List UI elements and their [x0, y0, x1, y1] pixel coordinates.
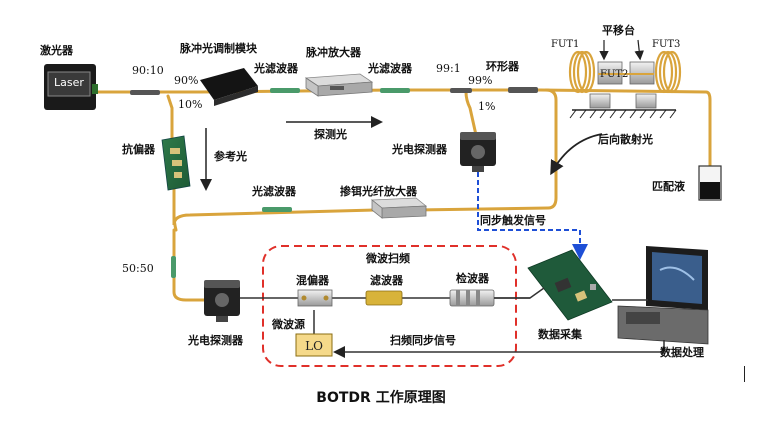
matching-fluid-vessel	[698, 165, 722, 201]
fut-coils	[568, 50, 682, 94]
photodetector-1-device	[460, 132, 496, 172]
edfa-device	[370, 197, 428, 219]
microwave-source-label: 微波源	[272, 318, 305, 331]
circulator-pd-fiber	[464, 90, 478, 137]
detector-device	[449, 289, 495, 307]
data-acquisition-label: 数据采集	[538, 328, 582, 341]
optical-filter-3-label: 光滤波器	[252, 185, 296, 198]
photodetector-2-label: 光电探测器	[188, 334, 243, 347]
probe-light-label: 探测光	[314, 128, 347, 141]
laser-box-label: Laser	[54, 76, 84, 89]
ratio-90pct: 90%	[174, 74, 199, 87]
sync-trigger-label: 同步触发信号	[480, 214, 546, 227]
fut2-label: FUT2	[600, 69, 629, 80]
ratio-1pct: 1%	[478, 100, 496, 113]
edfa-fiber	[413, 88, 558, 212]
ratio-10pct: 10%	[178, 98, 203, 111]
fut3-label: FUT3	[652, 39, 681, 50]
ratio-99-1: 99:1	[436, 62, 461, 75]
fut1-label: FUT1	[551, 39, 580, 50]
photodetector-2-device	[204, 280, 240, 322]
figure-caption: BOTDR 工作原理图	[316, 390, 446, 406]
coupler-joint	[172, 213, 178, 232]
fut-fiber	[538, 88, 712, 172]
microwave-sweep-box	[262, 245, 517, 367]
optical-filter-2-label: 光滤波器	[368, 62, 412, 75]
filter-device	[365, 290, 403, 306]
text-cursor	[744, 366, 745, 382]
laptop-device	[617, 246, 709, 345]
sync-trigger-line	[477, 172, 588, 260]
photodetector-1-label: 光电探测器	[392, 143, 447, 156]
pulse-amplifier-device	[304, 73, 374, 97]
data-processing-label: 数据处理	[660, 346, 704, 359]
circulator-label: 环形器	[486, 60, 519, 73]
translation-stage-label: 平移台	[602, 24, 635, 37]
lo-box-label: LO	[305, 339, 323, 353]
reference-fiber	[166, 94, 174, 142]
detector-to-card-line	[494, 287, 545, 299]
microwave-sweep-label: 微波扫频	[366, 252, 410, 265]
scrambler-board	[161, 135, 191, 191]
edfa-label: 掺铒光纤放大器	[340, 185, 417, 198]
laser-box	[44, 64, 98, 110]
fut2-blocks	[597, 61, 655, 85]
reference-light-label: 参考光	[214, 150, 247, 163]
matching-fluid-label: 匹配液	[652, 180, 685, 193]
sweep-sync-label: 扫频同步信号	[390, 334, 456, 347]
sweep-sync-line	[333, 340, 665, 358]
translation-stage-device	[569, 39, 677, 119]
lo-device	[295, 333, 333, 357]
mixer-label: 混偏器	[296, 274, 329, 287]
data-acquisition-card	[527, 249, 613, 321]
backscatter-label: 后向散射光	[598, 133, 653, 146]
ratio-99pct: 99%	[468, 74, 493, 87]
pulse-amplifier-label: 脉冲放大器	[306, 46, 361, 59]
ratio-90-10: 90:10	[132, 64, 164, 77]
detector-label: 检波器	[456, 272, 489, 285]
mixer-device	[297, 289, 333, 307]
ratio-50-50: 50:50	[122, 262, 154, 275]
filter-label: 滤波器	[370, 274, 403, 287]
scrambler-label: 抗偏器	[122, 143, 155, 156]
pulse-modulator-device	[200, 68, 258, 106]
coupler-fiber	[172, 228, 216, 302]
fiber-connectors	[130, 87, 538, 278]
backscatter-arrow	[550, 133, 603, 176]
laser-label: 激光器	[40, 44, 73, 57]
pulse-modulator-label: 脉冲光调制模块	[180, 42, 257, 55]
optical-filter-1-label: 光滤波器	[254, 62, 298, 75]
